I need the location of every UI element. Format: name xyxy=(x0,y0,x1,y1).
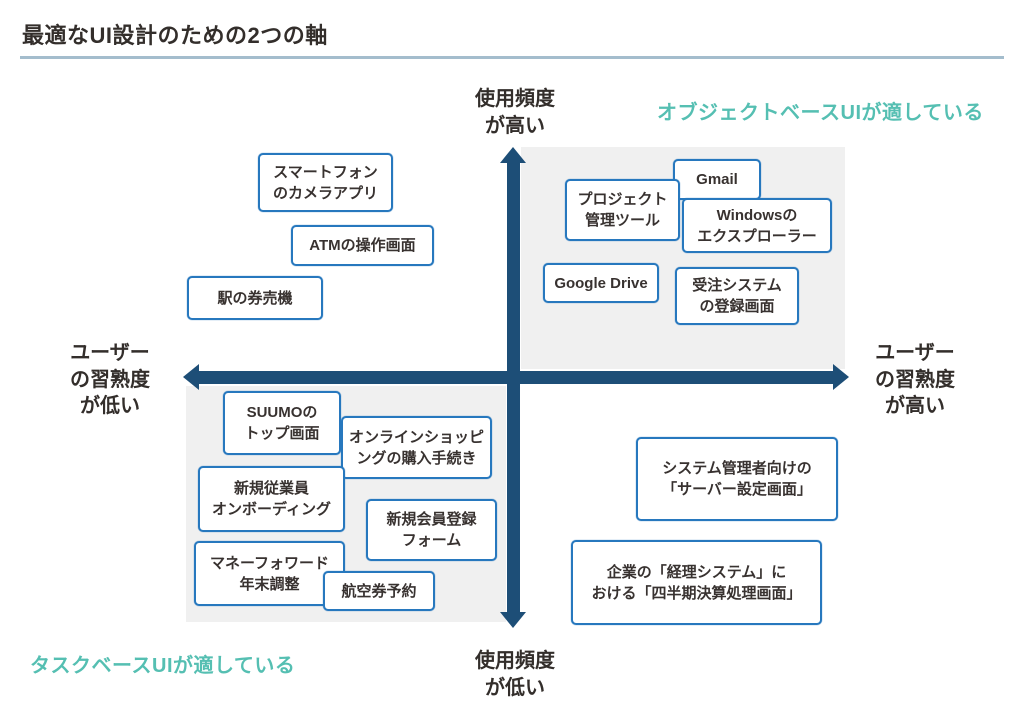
item-box-flight-booking: 航空券予約 xyxy=(323,571,435,611)
axis-label-frequency-low: 使用頻度 が低い xyxy=(475,650,555,699)
item-box-project-management-tool: プロジェクト 管理ツール xyxy=(565,179,680,241)
annotation-object-based-ui: オブジェクトベースUIが適している xyxy=(657,102,984,124)
item-box-station-ticket-machine: 駅の券売機 xyxy=(187,276,323,320)
item-box-windows-explorer: Windowsの エクスプローラー xyxy=(682,198,832,253)
item-box-new-employee-onboarding: 新規従業員 オンボーディング xyxy=(198,466,345,532)
item-box-server-settings-screen: システム管理者向けの 「サーバー設定画面」 xyxy=(636,437,838,521)
arrow-down-icon xyxy=(500,612,526,628)
item-box-atm-screen: ATMの操作画面 xyxy=(291,225,434,266)
item-box-moneyforward-year-end: マネーフォワード 年末調整 xyxy=(194,541,345,606)
vertical-axis xyxy=(507,160,520,615)
arrow-right-icon xyxy=(833,364,849,390)
item-box-smartphone-camera-app: スマートフォン のカメラアプリ xyxy=(258,153,393,212)
title-underline xyxy=(20,56,1004,59)
annotation-task-based-ui: タスクベースUIが適している xyxy=(30,655,296,677)
item-box-online-shopping-checkout: オンラインショッピ ングの購入手続き xyxy=(341,416,492,479)
arrow-up-icon xyxy=(500,147,526,163)
item-box-member-registration-form: 新規会員登録 フォーム xyxy=(366,499,497,561)
item-box-order-system-registration: 受注システム の登録画面 xyxy=(675,267,799,325)
arrow-left-icon xyxy=(183,364,199,390)
axis-label-proficiency-high: ユーザー の習熟度 が高い xyxy=(875,342,955,418)
item-box-gmail: Gmail xyxy=(673,159,761,200)
page-title: 最適なUI設計のための2つの軸 xyxy=(22,23,328,48)
axis-label-frequency-high: 使用頻度 が高い xyxy=(475,88,555,137)
item-box-suumo-top-screen: SUUMOの トップ画面 xyxy=(223,391,341,455)
item-box-google-drive: Google Drive xyxy=(543,263,659,303)
item-box-quarterly-accounting-screen: 企業の「経理システム」に おける「四半期決算処理画面」 xyxy=(571,540,822,625)
axis-label-proficiency-low: ユーザー の習熟度 が低い xyxy=(70,342,150,418)
